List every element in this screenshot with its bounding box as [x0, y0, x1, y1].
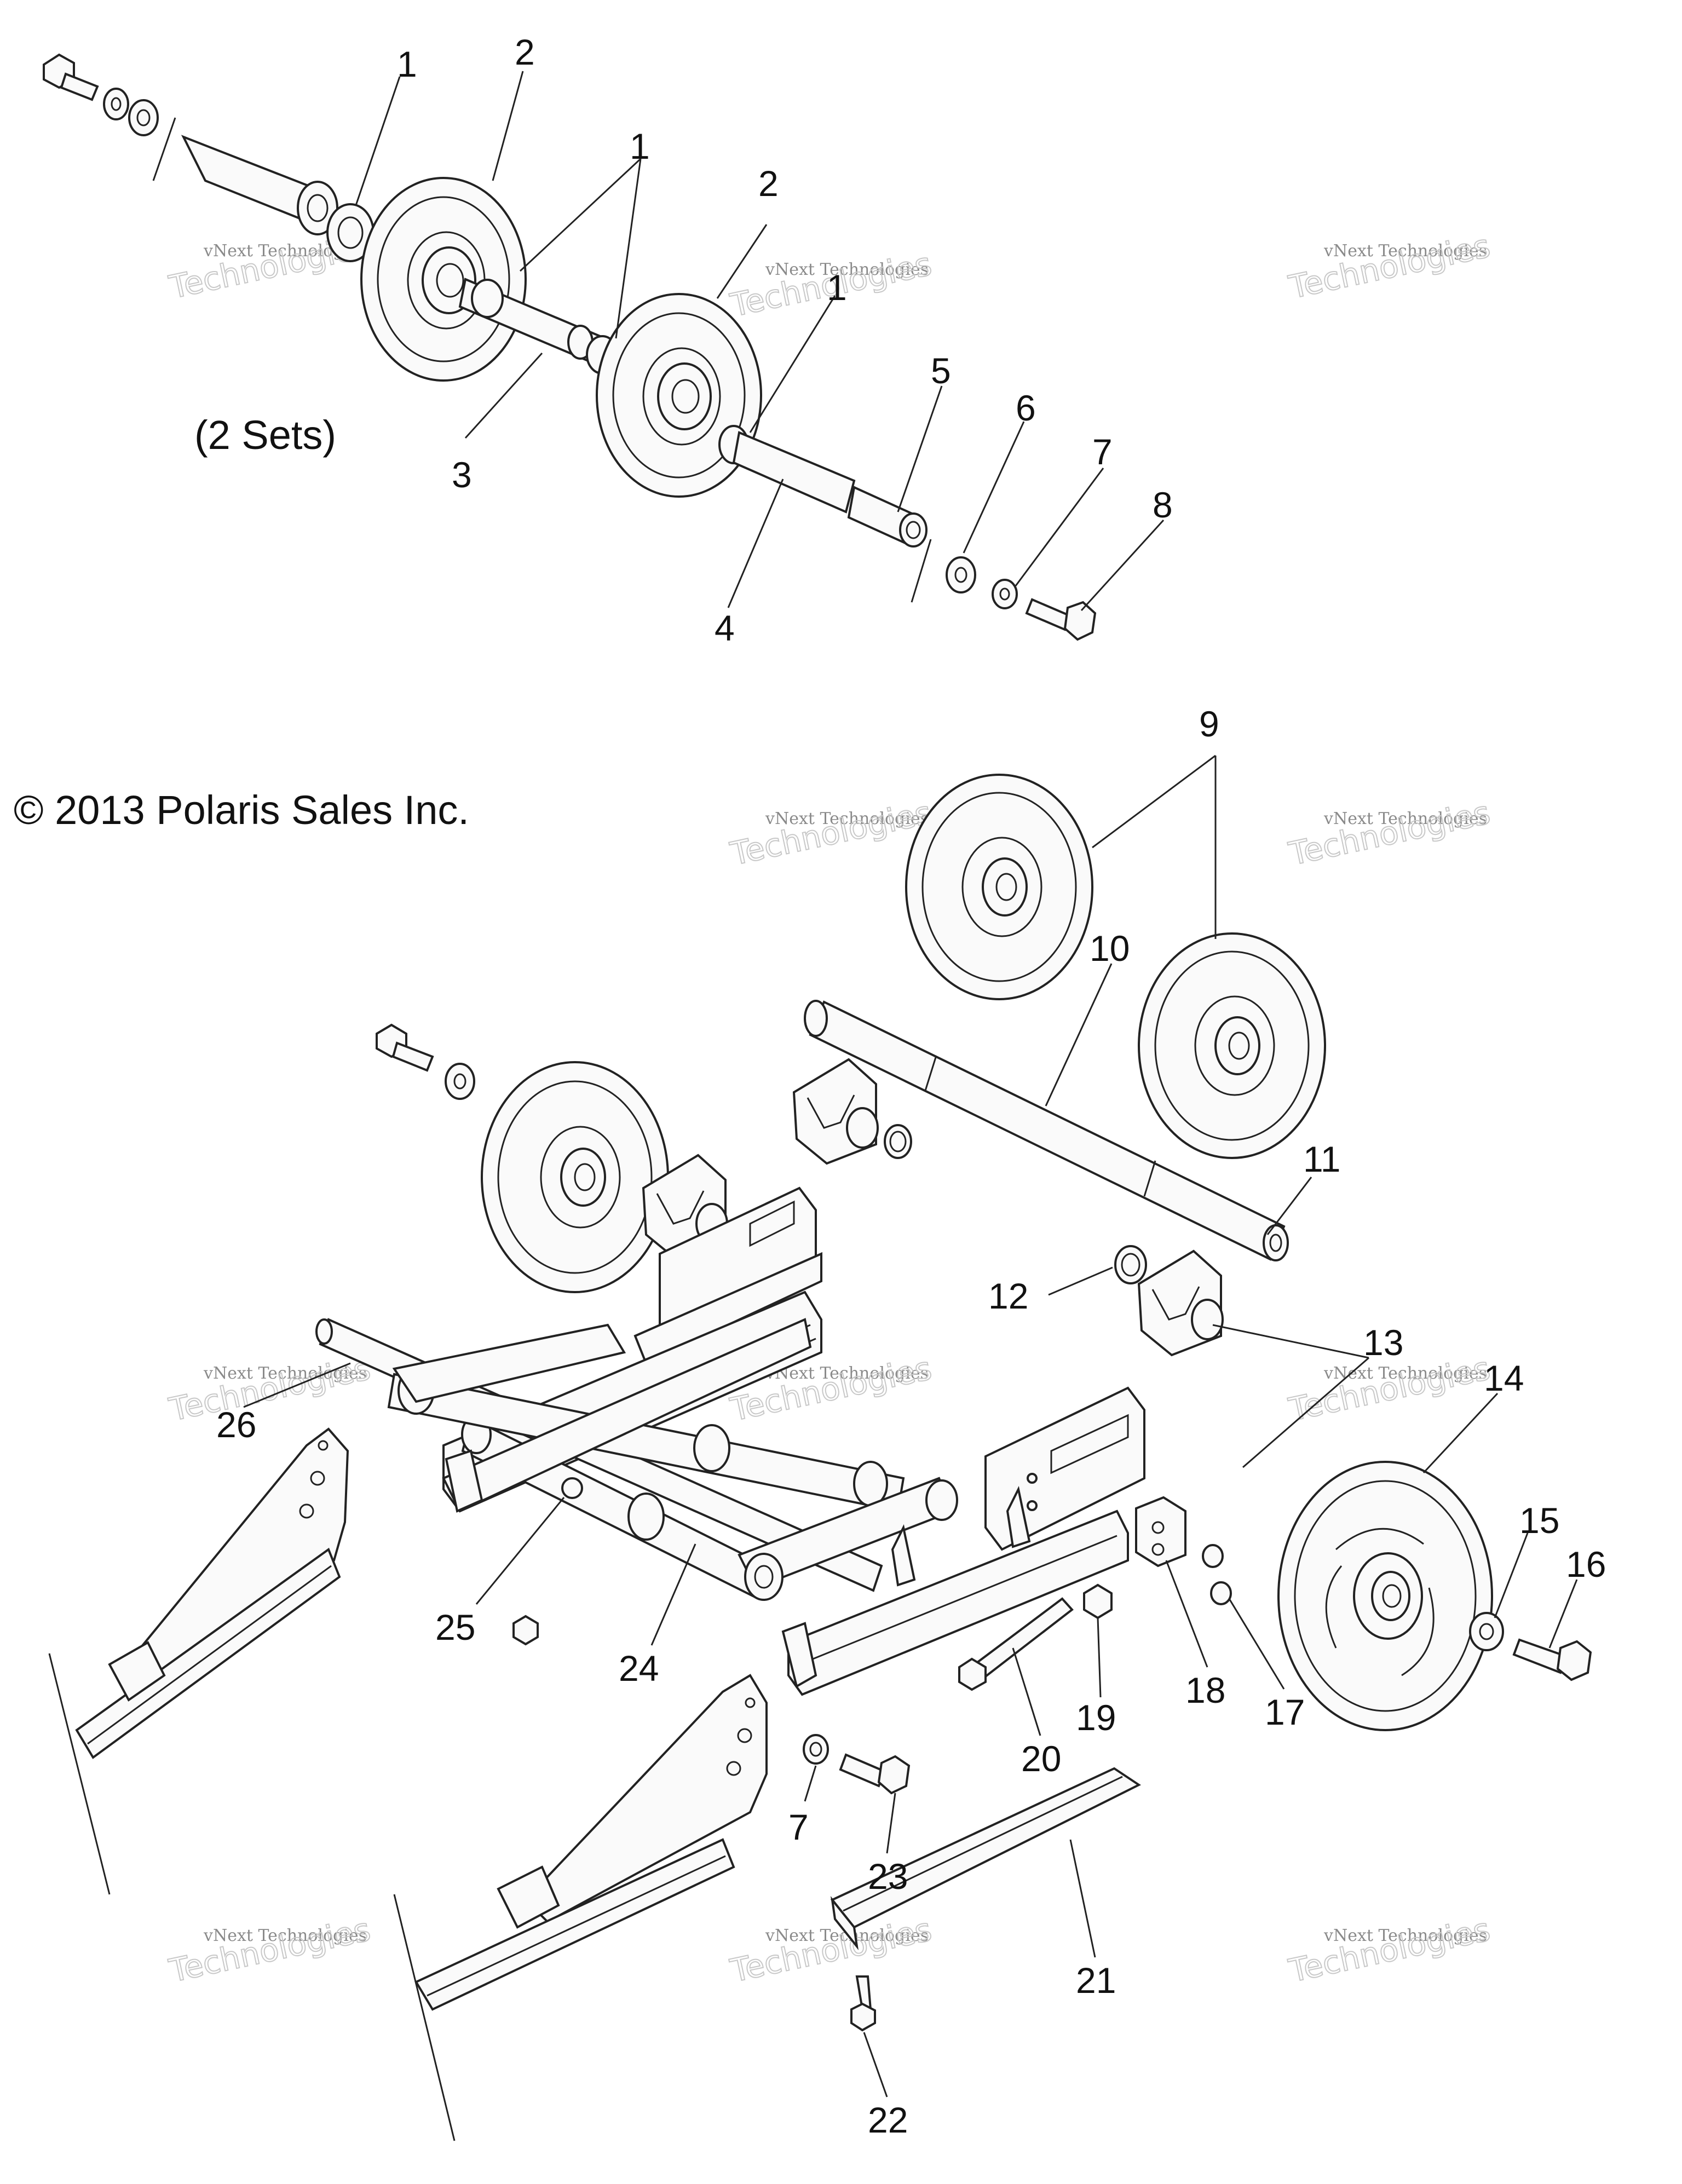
bushing-icon [561, 1477, 583, 1499]
idler-wheel-icon [596, 293, 762, 498]
washer-icon [803, 1734, 829, 1765]
watermark-text: Technologies [1286, 1911, 1494, 1990]
washer-icon [128, 99, 159, 136]
watermark-text: Technologies [727, 1911, 935, 1990]
bolt-icon [839, 1753, 911, 1795]
callout-label: 7 [1092, 431, 1113, 472]
callout-label: 3 [452, 454, 472, 495]
callout-label: 10 [1090, 928, 1130, 969]
link-arm-icon [392, 1323, 958, 1601]
callout-label: 7 [788, 1807, 809, 1847]
callout-label: 13 [1363, 1322, 1403, 1363]
watermark: vNext Technologies Technologies [727, 793, 936, 873]
axle-icon [718, 425, 928, 548]
watermark: vNext Technologies Technologies [165, 1910, 375, 1990]
callout-label: 11 [1303, 1139, 1341, 1179]
slide-rail-icon [781, 1485, 1129, 1696]
washer-icon [992, 579, 1018, 609]
watermark: vNext Technologies Technologies [1285, 1910, 1494, 1990]
side-plate-icon [984, 1386, 1145, 1551]
callout-label: 1 [827, 267, 847, 308]
watermark-text: Technologies [1286, 794, 1494, 873]
idler-wheel-icon [360, 177, 527, 382]
nut-icon [512, 1615, 539, 1646]
watermark-text: vNext Technologies [1323, 809, 1487, 828]
washer-icon [103, 88, 129, 120]
plug-icon [1202, 1544, 1224, 1568]
callout-label: 19 [1076, 1697, 1116, 1738]
watermark-text: Technologies [166, 1911, 374, 1990]
upper-idler-wheel-assembly [43, 53, 1097, 641]
bearing-block-icon [792, 1058, 879, 1165]
copyright-text: © 2013 Polaris Sales Inc. [14, 787, 469, 833]
callout-label: 5 [931, 350, 951, 391]
watermark-text: vNext Technologies [1323, 1926, 1487, 1945]
axle-icon [804, 1000, 1289, 1261]
idler-wheel-icon [481, 1061, 669, 1293]
callout-label: 16 [1566, 1544, 1606, 1584]
watermark-text: vNext Technologies [765, 260, 929, 279]
idler-wheel-icon [905, 774, 1093, 1000]
ring-icon [884, 1124, 912, 1159]
bracket-icon [1135, 1496, 1186, 1568]
callout-label: 18 [1185, 1670, 1225, 1710]
callout-label: 1 [630, 126, 650, 166]
callout-label: 4 [715, 608, 735, 648]
callout-label: 9 [1199, 704, 1219, 744]
callout-label: 23 [868, 1856, 908, 1897]
ring-icon [1114, 1245, 1147, 1284]
callout-label: 15 [1519, 1500, 1559, 1541]
callout-label: 12 [988, 1276, 1028, 1316]
watermark: vNext Technologies Technologies [165, 1349, 375, 1429]
watermark-text: vNext Technologies [1323, 241, 1487, 261]
idler-wheel-icon [1277, 1461, 1493, 1731]
watermark-text: vNext Technologies [203, 1926, 367, 1945]
callout-label: 6 [1016, 388, 1036, 428]
bolt-icon [376, 1023, 434, 1072]
callout-label: 25 [435, 1607, 475, 1647]
wear-strip-icon [830, 1767, 1141, 1950]
watermark-text: Technologies [166, 1350, 374, 1428]
callout-label: 2 [758, 163, 779, 204]
screw-icon [850, 1975, 876, 2032]
callout-label: 26 [216, 1404, 256, 1445]
track-rail-icon [393, 1674, 768, 2141]
track-rail-icon [48, 1427, 349, 1895]
bolt-icon [1512, 1638, 1592, 1681]
washer-icon [1469, 1612, 1504, 1651]
callout-label: 22 [868, 2100, 908, 2140]
sets-note: (2 Sets) [194, 412, 336, 458]
rear-suspension-assembly [48, 774, 1592, 2141]
idler-wheel-icon [1138, 932, 1326, 1159]
watermark-text: Technologies [1286, 227, 1494, 306]
callout-label: 8 [1153, 485, 1173, 525]
leader-lines [243, 71, 1578, 2097]
callout-label: 2 [515, 32, 535, 72]
watermark-text: vNext Technologies [765, 809, 929, 828]
callout-label: 17 [1265, 1692, 1305, 1732]
callout-label: 1 [397, 44, 417, 84]
washer-icon [445, 1063, 475, 1100]
spacer-sleeve-icon [181, 135, 338, 235]
watermark: vNext Technologies Technologies [727, 1910, 936, 1990]
watermark-text: vNext Technologies [765, 1364, 929, 1383]
bolt-icon [958, 1597, 1074, 1691]
slide-rail-icon [442, 1318, 812, 1513]
plug-icon [1210, 1581, 1232, 1605]
washer-icon [946, 556, 976, 593]
watermark: vNext Technologies Technologies [1285, 227, 1494, 307]
watermark-text: Technologies [727, 794, 935, 873]
bearing-block-icon [1137, 1249, 1224, 1357]
watermark: vNext Technologies Technologies [1285, 793, 1494, 873]
callout-label: 24 [619, 1648, 659, 1689]
bolt-icon [43, 53, 99, 101]
callout-label: 21 [1076, 1960, 1116, 2001]
callout-label: 20 [1021, 1738, 1061, 1779]
callout-labels: 1 2 1 2 1 3 4 5 6 7 8 9 10 11 12 13 14 1… [216, 32, 1606, 2140]
nut-icon [1083, 1583, 1113, 1620]
callout-label: 14 [1484, 1358, 1524, 1398]
bolt-icon [1025, 598, 1097, 641]
side-plate-icon [633, 1186, 822, 1365]
